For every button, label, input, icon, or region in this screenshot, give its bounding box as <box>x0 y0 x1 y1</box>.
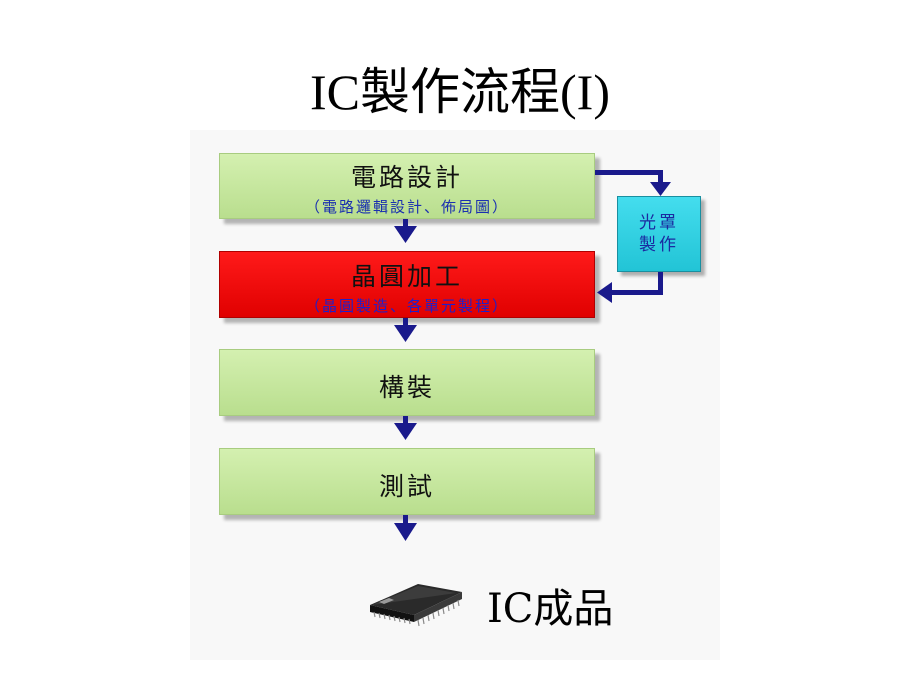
step-testing: 測試 <box>219 448 595 515</box>
ic-chip-icon <box>370 584 462 627</box>
connector-3-4 <box>403 416 408 424</box>
step-circuit-design-sub: （電路邏輯設計、佈局圖） <box>304 198 509 216</box>
final-product-label: IC成品 <box>487 586 614 632</box>
mask-making-box: 光罩 製作 <box>617 196 701 272</box>
arrow-down-4 <box>394 523 417 541</box>
page-title: IC製作流程(I) <box>310 64 610 120</box>
arrow-down-2 <box>394 325 417 342</box>
connector-1-2 <box>403 219 408 227</box>
step-circuit-design: 電路設計 （電路邏輯設計、佈局圖） <box>219 153 595 219</box>
loop-bottom-horizontal <box>610 290 663 295</box>
loop-bottom-vertical <box>658 272 663 295</box>
mask-making-line2: 製作 <box>639 235 679 255</box>
step-wafer-processing: 晶圓加工 （晶圓製造、各單元製程） <box>219 251 595 318</box>
arrow-down-1 <box>394 226 417 243</box>
loop-top-vertical <box>658 170 663 184</box>
arrow-down-3 <box>394 423 417 440</box>
connector-4-final <box>403 515 408 524</box>
step-circuit-design-label: 電路設計 <box>350 163 463 192</box>
connector-2-3 <box>403 318 408 326</box>
step-testing-label: 測試 <box>378 472 435 501</box>
step-wafer-processing-sub: （晶圓製造、各單元製程） <box>304 297 509 315</box>
arrow-into-wafer <box>597 282 612 303</box>
arrow-into-mask <box>650 182 671 196</box>
step-packaging-label: 構裝 <box>378 373 435 402</box>
step-packaging: 構裝 <box>219 349 595 416</box>
loop-top-horizontal <box>595 170 663 175</box>
step-wafer-processing-label: 晶圓加工 <box>350 262 463 291</box>
mask-making-line1: 光罩 <box>639 213 679 233</box>
